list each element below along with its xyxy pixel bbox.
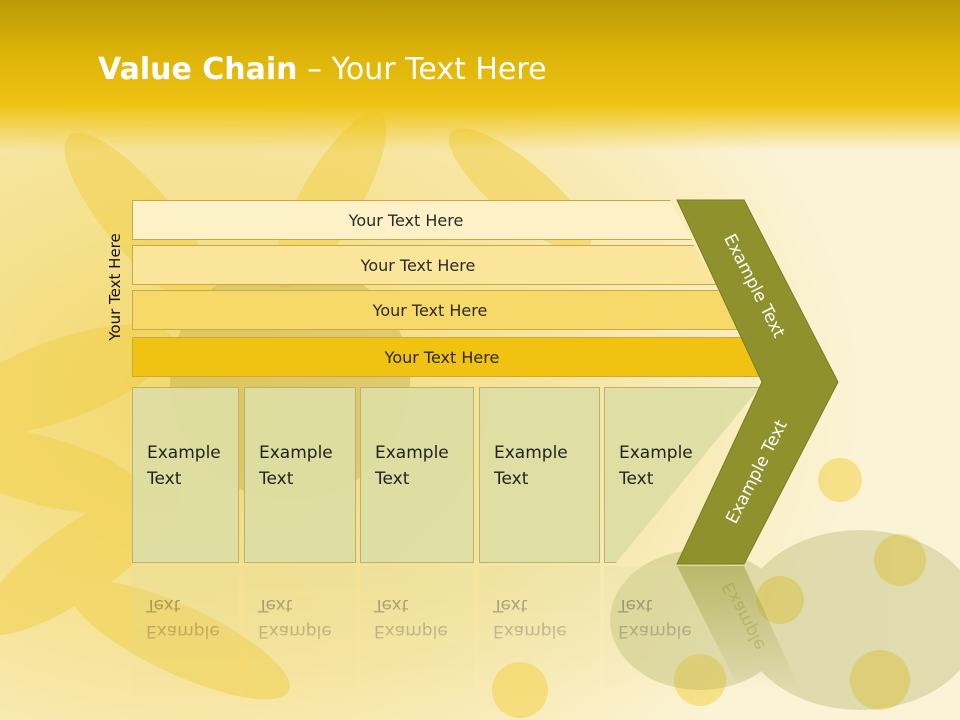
box-4-reflection-line2: Text [493, 595, 528, 615]
primary-box-1-line1: Example [147, 443, 221, 463]
primary-box-2-line1: Example [259, 443, 333, 463]
box-5-reflection-line2: Text [618, 595, 653, 615]
box-1-reflection-line2: Text [146, 595, 181, 615]
box-1-reflection: Example Text [132, 566, 239, 696]
support-bar-1-label: Your Text Here [348, 210, 464, 230]
box-5-reflection: Example Text [604, 566, 704, 696]
box-4-reflection-line1: Example [493, 621, 567, 641]
primary-box-4-line1: Example [494, 443, 568, 463]
primary-box-5-line2: Text [619, 469, 654, 489]
primary-box-5-line1: Example [619, 443, 693, 463]
support-activities-label: Your Text Here [106, 233, 124, 341]
slide-title: Value Chain – Your Text Here [98, 52, 547, 87]
box-1-reflection-line1: Example [146, 621, 220, 641]
primary-box-4-line2: Text [494, 469, 529, 489]
primary-box-2-line2: Text [259, 469, 294, 489]
slide-title-rest: – Your Text Here [297, 52, 547, 87]
box-3-reflection-line1: Example [374, 621, 448, 641]
box-2-reflection: Example Text [244, 566, 356, 696]
primary-box-3-line2: Text [375, 469, 410, 489]
title-banner [0, 0, 960, 150]
support-bar-2-label: Your Text Here [360, 255, 476, 275]
box-2-reflection-line2: Text [258, 595, 293, 615]
support-bar-4: Your Text Here [132, 337, 764, 377]
slide-title-bold: Value Chain [98, 52, 298, 87]
primary-activity-box-3: Example Text [360, 387, 474, 563]
support-bar-3: Your Text Here [132, 290, 740, 330]
box-4-reflection: Example Text [479, 566, 600, 696]
primary-box-1-line2: Text [147, 469, 182, 489]
primary-activity-box-2: Example Text [244, 387, 356, 563]
primary-box-3-line1: Example [375, 443, 449, 463]
support-bar-3-label: Your Text Here [372, 300, 488, 320]
support-bar-4-label: Your Text Here [384, 347, 500, 367]
box-5-reflection-line1: Example [618, 621, 692, 641]
box-3-reflection-line2: Text [374, 595, 409, 615]
box-3-reflection: Example Text [360, 566, 474, 696]
support-bar-1: Your Text Here [132, 200, 692, 240]
box-2-reflection-line1: Example [258, 621, 332, 641]
primary-activity-box-1: Example Text [132, 387, 239, 563]
support-bar-2: Your Text Here [132, 245, 716, 285]
primary-activity-box-4: Example Text [479, 387, 600, 563]
